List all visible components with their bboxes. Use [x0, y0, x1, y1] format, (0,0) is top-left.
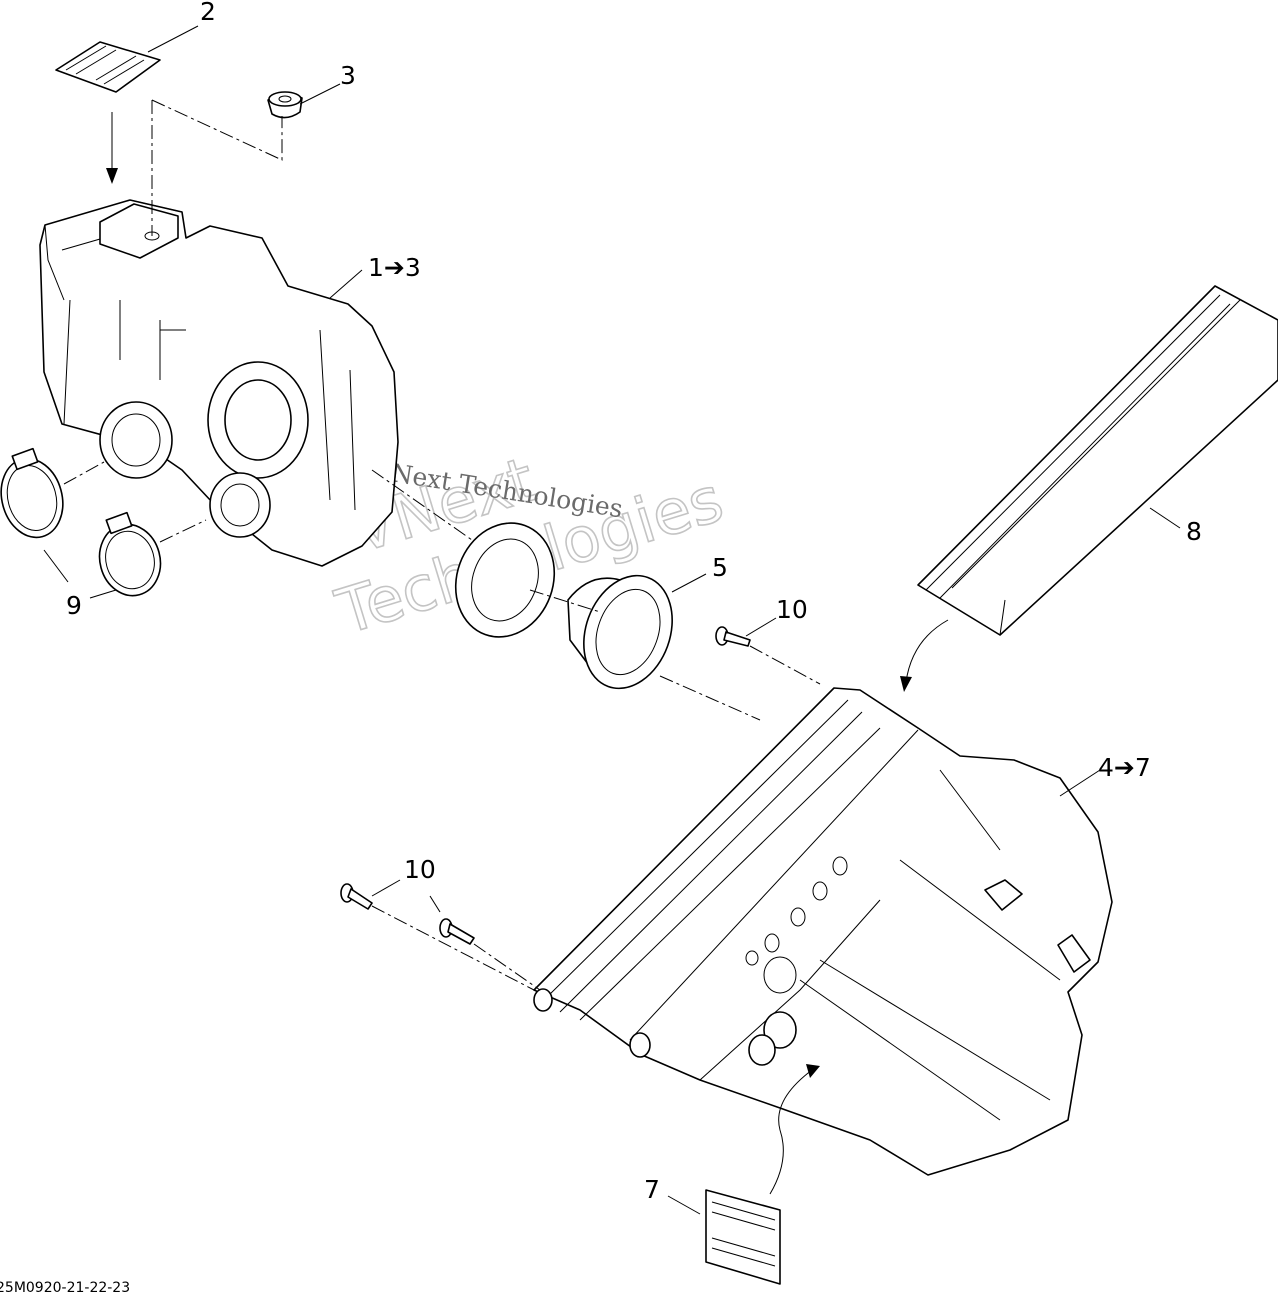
callout-8: 8 — [1186, 517, 1202, 546]
part-3-grommet — [267, 91, 303, 119]
callout-2: 2 — [200, 0, 216, 26]
part-8-cover-rail — [917, 285, 1278, 636]
part-9-hose-clamps — [0, 447, 162, 597]
part-2-label-sticker — [55, 41, 161, 93]
callout-7: 7 — [644, 1175, 660, 1204]
part-4-lower-airbox — [533, 687, 1113, 1176]
diagram-reference-code: 25M0920-21-22-23 — [0, 1280, 130, 1294]
part-10-screw — [715, 626, 751, 647]
callout-numbers: 2 3 1➔3 8 5 10 9 4➔7 10 7 — [66, 0, 1202, 1204]
part-7-label-sticker — [705, 1189, 781, 1285]
callout-9: 9 — [66, 591, 82, 620]
part-10-screws-lower — [340, 883, 475, 945]
assembly-center-lines — [63, 99, 821, 991]
part-5-intake-boot — [567, 574, 673, 690]
leader-lines — [43, 25, 1181, 1215]
part-1-upper-airbox — [39, 199, 399, 567]
assembly-arrows — [106, 112, 949, 1195]
callout-10-upper: 10 — [776, 595, 808, 624]
callout-1-to-3: 1➔3 — [368, 253, 421, 282]
callout-10-lower: 10 — [404, 855, 436, 884]
callout-5: 5 — [712, 553, 728, 582]
callout-3: 3 — [340, 61, 356, 90]
seal-ring — [454, 522, 556, 638]
callout-4-to-7: 4➔7 — [1098, 753, 1151, 782]
